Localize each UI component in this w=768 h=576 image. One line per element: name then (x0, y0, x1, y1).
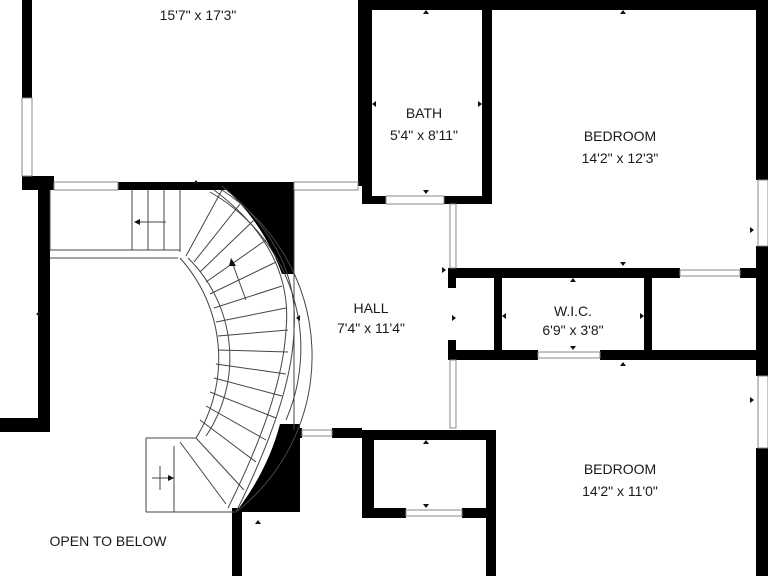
bedroom-bottom-name: BEDROOM (584, 461, 656, 477)
bedroom-top-dims: 14'2" x 12'3" (582, 150, 659, 166)
bedroom-top-name: BEDROOM (584, 128, 656, 144)
dimension-ticks (36, 10, 754, 524)
bath-dims: 5'4" x 8'11" (390, 127, 458, 143)
bedroom-bottom-dims: 14'2" x 11'0" (582, 483, 658, 499)
room-labels: 15'7" x 17'3" BATH 5'4" x 8'11" BEDROOM … (50, 7, 659, 549)
hall-dims: 7'4" x 11'4" (337, 320, 405, 336)
wic-dims: 6'9" x 3'8" (542, 322, 603, 338)
bath-name: BATH (406, 105, 442, 121)
top-left-room-dims: 15'7" x 17'3" (160, 7, 237, 23)
hall-name: HALL (353, 300, 388, 316)
interior-lines (49, 190, 295, 513)
wic-name: W.I.C. (554, 303, 592, 319)
open-to-below-label: OPEN TO BELOW (50, 533, 168, 549)
curved-staircase (131, 185, 313, 513)
windows (21, 97, 768, 517)
